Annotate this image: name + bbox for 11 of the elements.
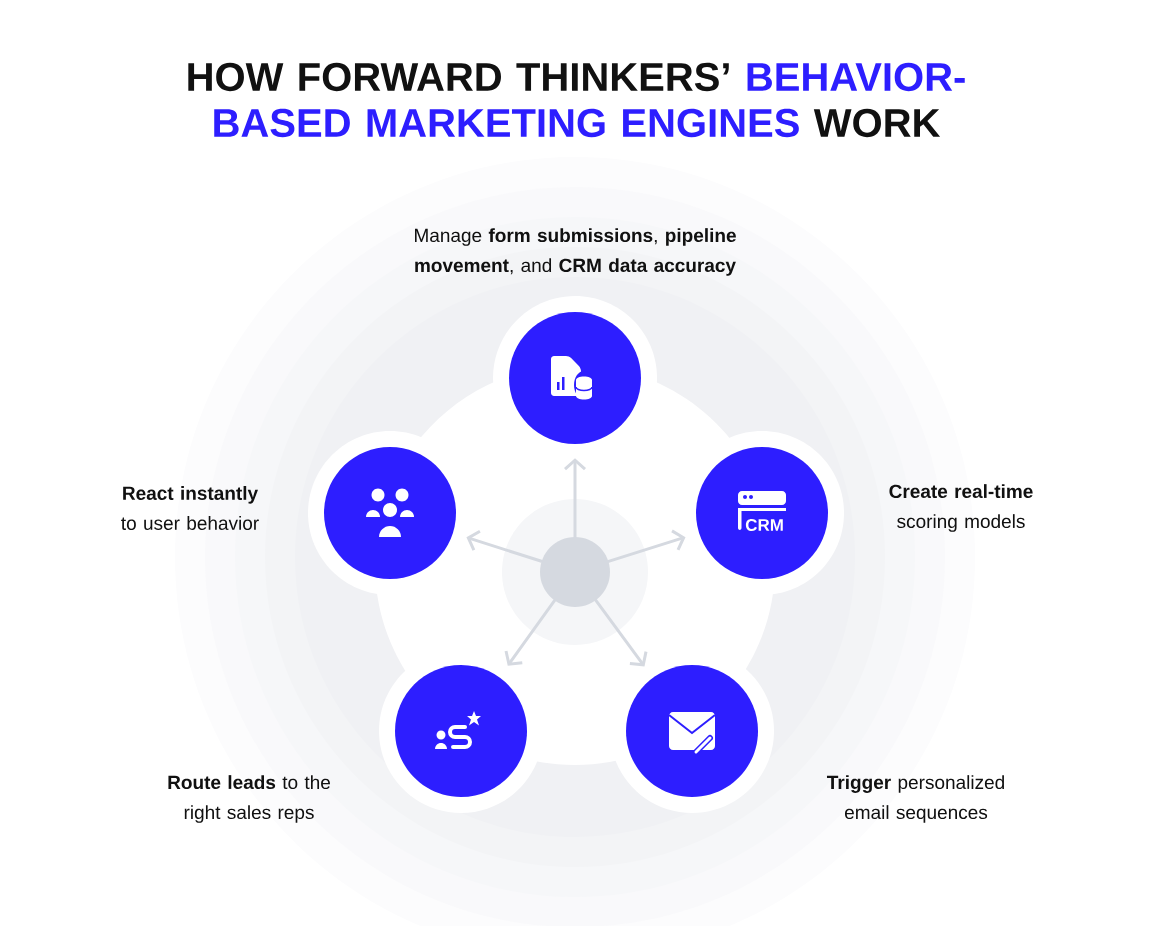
step-caption: Route leads to the right sales reps: [168, 775, 330, 823]
title: HOW FORWARD THINKERS’ BEHAVIOR-BASED MARKETING ENGINES WORK: [188, 62, 965, 138]
hub-circle: [540, 537, 610, 607]
step-caption: Manage form submissions, pipeline movement, and CRM data accuracy: [415, 228, 736, 276]
step-circle: [324, 447, 456, 579]
step-caption: React instantly to user behavior: [121, 486, 259, 530]
step-caption: Trigger personalized email sequences: [827, 775, 1004, 823]
step-circle: [395, 665, 527, 797]
step-circle: [509, 312, 641, 444]
step-circle: [696, 447, 828, 579]
step-caption: Create real-time scoring models: [889, 484, 1033, 532]
